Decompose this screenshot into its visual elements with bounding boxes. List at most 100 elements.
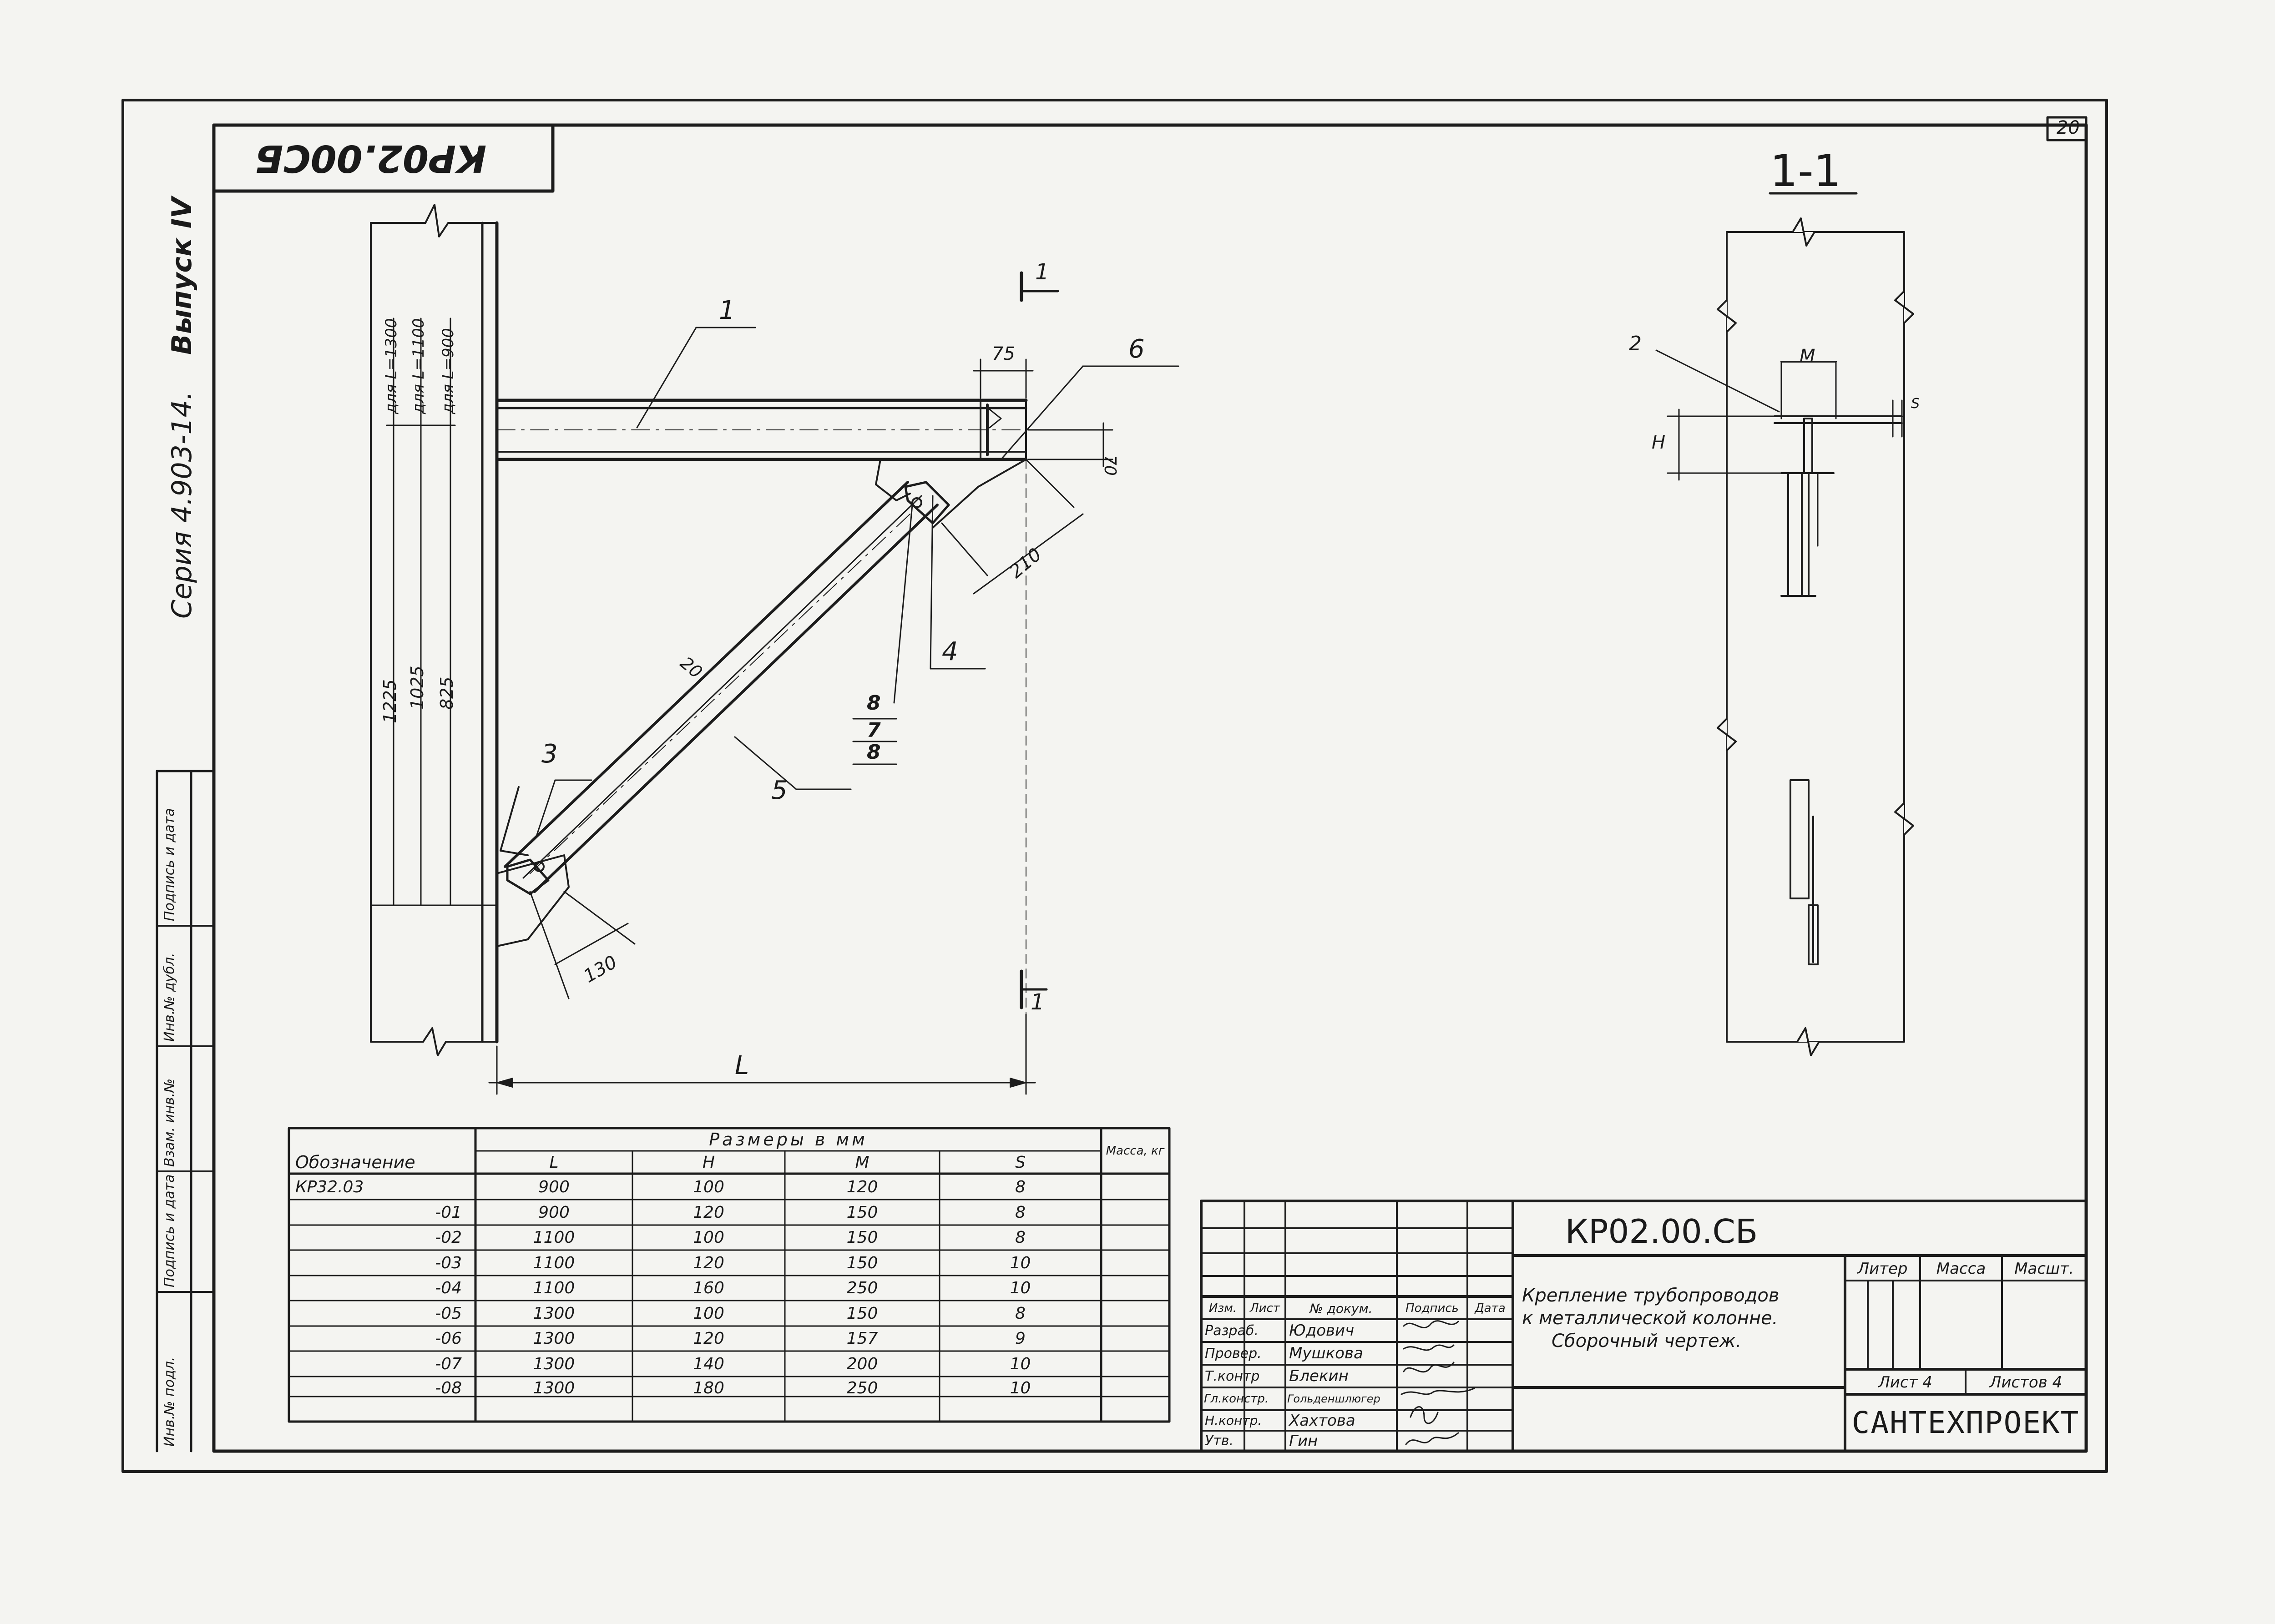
side-stamp-label-3: Взам. инв.№ — [162, 1078, 177, 1167]
sheets-field: Листов 4 — [1989, 1373, 2063, 1392]
callout-3: 3 — [541, 739, 558, 769]
row-S: 10 — [1010, 1253, 1031, 1272]
organization-name: САНТЕХПРОЕКТ — [1851, 1405, 2080, 1440]
row-H: 120 — [693, 1329, 724, 1348]
signoff-role: Провер. — [1205, 1345, 1262, 1362]
row-L: 1300 — [533, 1354, 575, 1373]
dim-S: S — [1911, 396, 1920, 412]
dim-label-for-1300: для L=1300 — [382, 318, 400, 414]
signoff-role: Н.контр. — [1205, 1413, 1262, 1428]
row-S: 8 — [1015, 1178, 1026, 1196]
signoff-name: Мушкова — [1289, 1344, 1363, 1362]
row-H: 180 — [693, 1378, 724, 1397]
row-designation: -02 — [435, 1228, 462, 1247]
side-stamp-label-1: Инв.№ подл. — [162, 1357, 177, 1447]
callout-fraction-top: 8 — [867, 691, 881, 715]
scale-header: Масшт. — [2014, 1259, 2074, 1278]
dim-L: L — [735, 1051, 749, 1080]
row-designation: -06 — [435, 1329, 462, 1348]
callout-2: 2 — [1629, 332, 1642, 355]
table-subheader-H: H — [702, 1153, 715, 1172]
row-L: 1300 — [533, 1304, 575, 1323]
row-S: 10 — [1010, 1354, 1031, 1373]
row-L: 900 — [538, 1203, 570, 1222]
side-stamp-label-5: Подпись и дата — [162, 808, 177, 922]
row-M: 150 — [846, 1253, 878, 1272]
row-M: 250 — [846, 1378, 878, 1397]
row-L: 1300 — [533, 1378, 575, 1397]
row-H: 120 — [693, 1253, 724, 1272]
row-designation: -08 — [435, 1378, 462, 1397]
row-designation: -01 — [435, 1203, 462, 1222]
row-M: 250 — [846, 1279, 878, 1297]
sheet-number: 20 — [2057, 117, 2080, 138]
table-header-designation: Обозначение — [295, 1152, 415, 1172]
callout-fraction-bot: 8 — [867, 741, 881, 764]
dim-label-for-900: для L=900 — [439, 328, 457, 414]
series-label: Серия 4.903-14. — [166, 391, 198, 619]
dim-1025: 1025 — [407, 666, 427, 710]
signoff-name: Гольденшлюгер — [1287, 1392, 1380, 1405]
dim-1225: 1225 — [380, 679, 400, 723]
signoff-name: Хахтова — [1289, 1411, 1355, 1430]
callout-fraction-mid: 7 — [867, 719, 881, 742]
table-subheader-L: L — [549, 1153, 559, 1172]
sheet-field: Лист 4 — [1878, 1373, 1932, 1392]
col-header-doc-no: № докум. — [1309, 1301, 1373, 1316]
col-header-sheet: Лист — [1250, 1301, 1280, 1315]
table-header-mass: Масса, кг — [1106, 1144, 1165, 1158]
row-H: 120 — [693, 1203, 724, 1222]
row-M: 150 — [846, 1304, 878, 1323]
row-H: 100 — [693, 1228, 724, 1247]
title-line-3: Сборочный чертеж. — [1552, 1331, 1742, 1352]
row-S: 8 — [1015, 1228, 1026, 1247]
row-M: 120 — [846, 1178, 878, 1196]
col-header-change: Изм. — [1208, 1301, 1237, 1315]
cut-mark-bottom-label: 1 — [1031, 989, 1045, 1015]
row-L: 1300 — [533, 1329, 575, 1348]
signoff-name: Блекин — [1289, 1367, 1349, 1385]
signoff-name: Гин — [1289, 1432, 1318, 1450]
col-header-date: Дата — [1475, 1301, 1506, 1315]
callout-5: 5 — [771, 776, 788, 805]
row-designation: КР32.03 — [295, 1178, 364, 1196]
section-label: 1-1 — [1770, 146, 1841, 197]
row-S: 8 — [1015, 1203, 1026, 1222]
dim-label-for-1100: для L=1100 — [410, 318, 428, 414]
dim-825: 825 — [437, 676, 457, 710]
row-S: 8 — [1015, 1304, 1026, 1323]
signoff-role: Разраб. — [1205, 1322, 1259, 1339]
callout-6: 6 — [1128, 334, 1145, 364]
table-subheader-M: M — [855, 1153, 870, 1172]
mass-header: Масса — [1936, 1259, 1986, 1278]
title-line-2: к металлической колонне. — [1522, 1308, 1778, 1329]
callout-4: 4 — [942, 637, 958, 666]
row-M: 150 — [846, 1228, 878, 1247]
doc-code: КР02.00.СБ — [1565, 1212, 1758, 1251]
row-H: 100 — [693, 1304, 724, 1323]
row-S: 9 — [1015, 1329, 1026, 1348]
row-M: 157 — [846, 1329, 878, 1348]
dim-H: H — [1652, 432, 1666, 453]
dim-M: M — [1800, 346, 1815, 367]
row-S: 10 — [1010, 1378, 1031, 1397]
row-L: 1100 — [533, 1253, 575, 1272]
signoff-role: Утв. — [1205, 1433, 1234, 1449]
row-designation: -03 — [435, 1253, 462, 1272]
row-designation: -07 — [435, 1354, 462, 1373]
row-L: 1100 — [533, 1279, 575, 1297]
col-header-signature: Подпись — [1405, 1301, 1459, 1315]
signoff-role: Гл.констр. — [1204, 1392, 1269, 1406]
row-H: 140 — [693, 1354, 724, 1373]
row-L: 1100 — [533, 1228, 575, 1247]
top-code-stamp: КР02.00СБ — [255, 136, 487, 180]
signoff-role: Т.контр — [1205, 1368, 1260, 1384]
row-M: 150 — [846, 1203, 878, 1222]
issue-label: Выпуск IV — [166, 197, 198, 355]
row-L: 900 — [538, 1178, 570, 1196]
side-stamp-label-2: Подпись и дата — [162, 1174, 177, 1288]
liter-header: Литер — [1857, 1259, 1908, 1278]
signoff-name: Юдович — [1289, 1321, 1355, 1340]
row-H: 100 — [693, 1178, 724, 1196]
